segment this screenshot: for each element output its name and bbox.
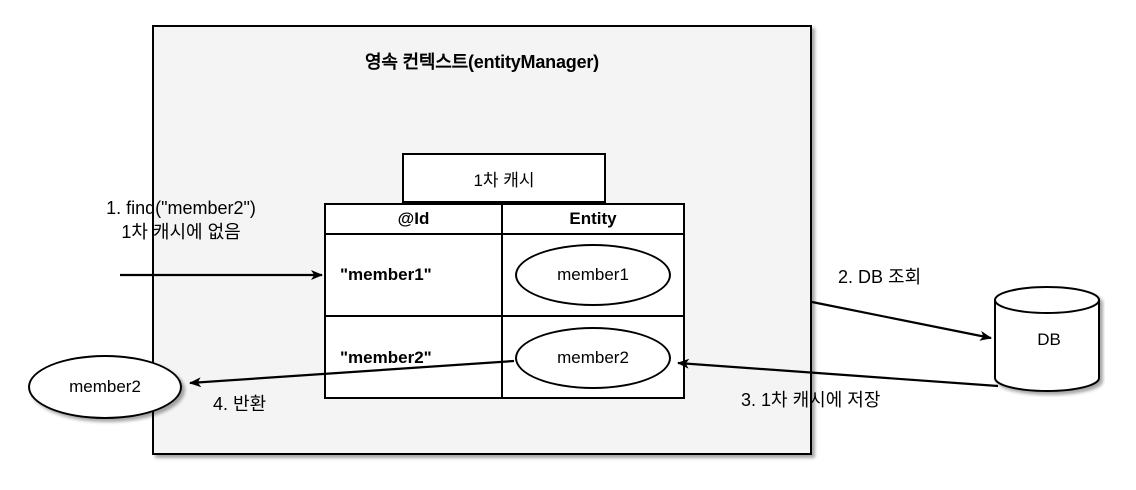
column-header-id-label: @Id [397,209,430,228]
arrow-step-2-db-query [811,300,992,341]
step-3-label: 3. 1차 캐시에 저장 [741,390,881,410]
first-level-cache-tab: 1차 캐시 [402,153,606,203]
database-label: DB [1037,330,1061,349]
cell-entity-member2: member2 [503,317,683,399]
table-row: "member1" member1 [326,235,683,317]
table-header-row: @Id Entity [326,205,683,235]
table-row: "member2" member2 [326,317,683,399]
returned-entity-label: member2 [69,377,141,396]
returned-entity-ellipse: member2 [28,355,182,419]
cell-id-member2: "member2" [326,317,503,399]
step-2-label: 2. DB 조회 [838,267,922,287]
step-1-line-2: 1차 캐시에 없음 [121,222,241,243]
cell-entity-member1: member1 [503,235,683,315]
entity-label-member2: member2 [557,348,629,367]
entity-label-member1: member1 [557,265,629,284]
id-value-member1: "member1" [340,265,432,284]
column-header-entity-label: Entity [569,209,617,228]
step-4-label: 4. 반환 [213,394,267,414]
column-header-entity: Entity [503,205,683,233]
database-cylinder-icon [994,286,1100,392]
entity-ellipse-member2: member2 [515,327,671,389]
entity-ellipse-member1: member1 [515,244,671,306]
id-value-member2: "member2" [340,348,432,367]
first-level-cache-tab-label: 1차 캐시 [473,170,535,190]
step-1-label: 1. find("member2") 1차 캐시에 없음 [56,196,306,245]
first-level-cache-table: @Id Entity "member1" member1 "member2" [324,203,685,399]
column-header-id: @Id [326,205,503,233]
cell-id-member1: "member1" [326,235,503,315]
step-1-line-1: 1. find("member2") [106,198,256,218]
persistence-context-title: 영속 컨텍스트(entityManager) [365,52,599,72]
